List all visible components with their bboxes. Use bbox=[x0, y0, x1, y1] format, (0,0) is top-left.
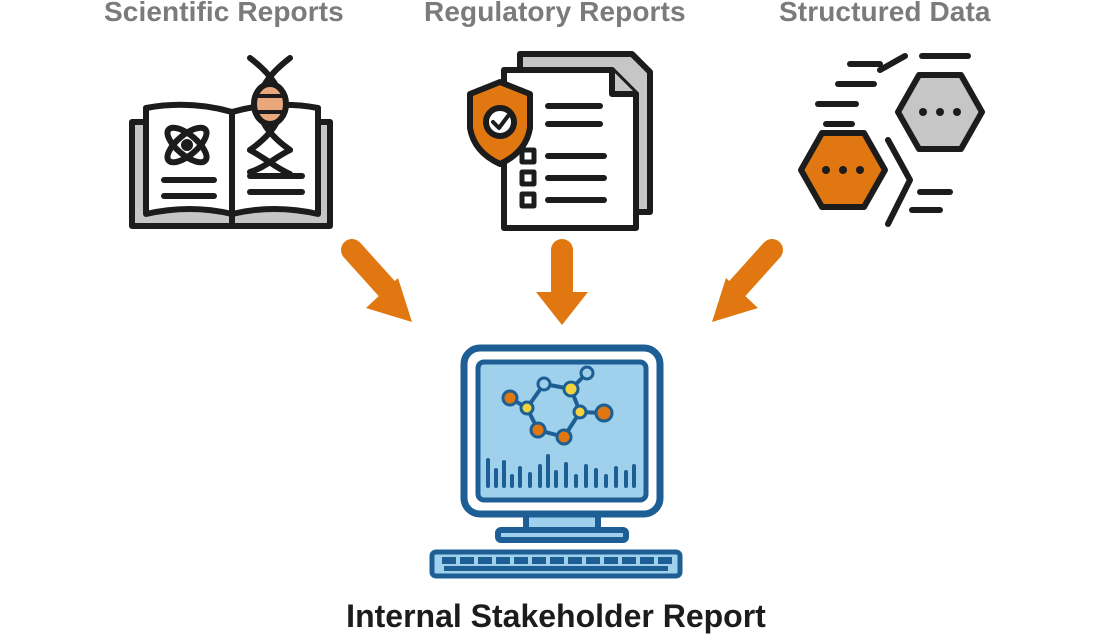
scientific-reports-label: Scientific Reports bbox=[104, 0, 344, 27]
structured-data-label: Structured Data bbox=[779, 0, 991, 27]
internal-stakeholder-report-label: Internal Stakeholder Report bbox=[346, 598, 766, 634]
computer-monitor-molecule-icon bbox=[429, 344, 683, 579]
arrow-right-icon bbox=[712, 239, 783, 322]
arrow-center-icon bbox=[536, 239, 588, 325]
arrow-left-icon bbox=[341, 239, 412, 322]
hexagon-data-icon bbox=[798, 53, 985, 227]
open-book-dna-icon bbox=[129, 55, 333, 229]
regulatory-reports-label: Regulatory Reports bbox=[424, 0, 686, 27]
spectrum-bars bbox=[486, 454, 636, 488]
shield-document-icon bbox=[467, 51, 653, 231]
